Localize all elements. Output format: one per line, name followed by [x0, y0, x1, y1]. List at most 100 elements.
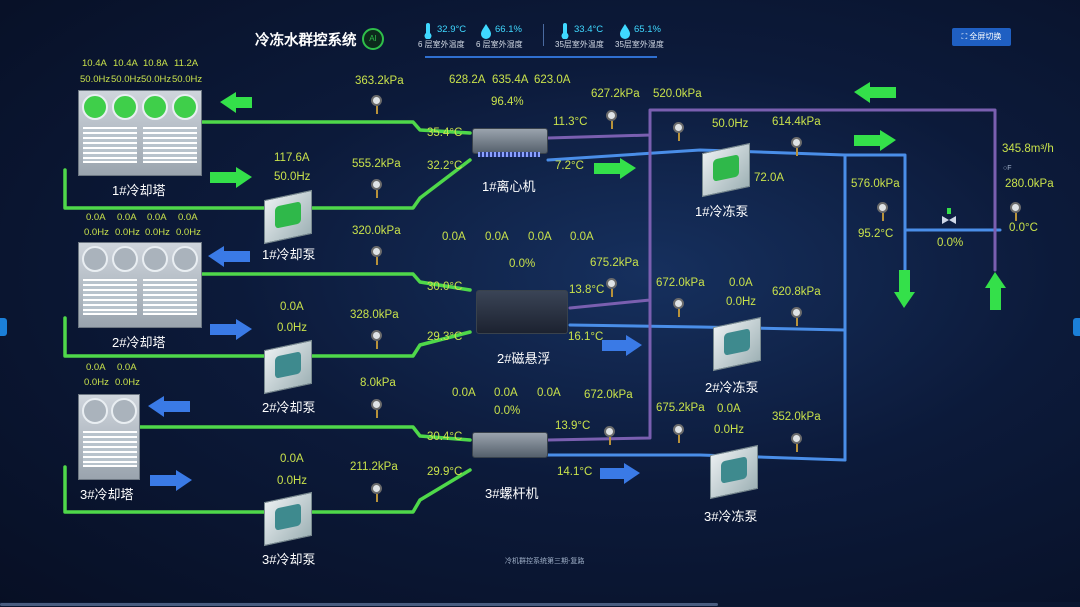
- chilled-pump-2-pressure-out: 620.8kPa: [772, 286, 821, 298]
- right-panel-toggle[interactable]: [1073, 318, 1080, 336]
- tower2-freq-3: 0.0Hz: [145, 227, 170, 238]
- cooling-pump-1-freq: 50.0Hz: [274, 171, 311, 183]
- tower1-current-2: 10.4A: [113, 58, 138, 69]
- chiller-1-centrifugal[interactable]: [472, 128, 548, 154]
- sensor-label: 35层室外温度: [555, 40, 604, 49]
- tower1-freq-2: 50.0Hz: [111, 74, 142, 85]
- fan-icon: [172, 246, 198, 272]
- fullscreen-icon: ⛶: [961, 32, 970, 41]
- chiller-2-current-2: 0.0A: [485, 231, 509, 243]
- cooling-pump-2-freq: 0.0Hz: [277, 322, 308, 334]
- sensor-value: 33.4°C: [574, 24, 604, 35]
- chiller-1-current-1: 628.2A: [449, 74, 486, 86]
- tower3-current-2: 0.0A: [117, 362, 137, 373]
- chilled-pump-3-pressure-out: 352.0kPa: [772, 411, 821, 423]
- cooling-pump-3-name: 3#冷却泵: [262, 552, 316, 567]
- pressure-gauge-icon: [673, 424, 684, 443]
- page-title: 冷冻水群控系统: [255, 33, 357, 49]
- humidity-icon: [618, 23, 632, 39]
- chiller-2-maglev[interactable]: [476, 290, 568, 334]
- tower1-freq-1: 50.0Hz: [80, 74, 111, 85]
- scrollbar-thumb[interactable]: [0, 603, 718, 606]
- pressure-gauge-icon: [791, 137, 802, 156]
- tower3-current-1: 0.0A: [86, 362, 106, 373]
- cooling-pump-1-pressure-mid: 555.2kPa: [352, 158, 401, 170]
- sensor-label: 6 层室外温度: [418, 40, 465, 49]
- tower1-current-3: 10.8A: [143, 58, 168, 69]
- ai-badge[interactable]: AI: [362, 28, 384, 50]
- pressure-gauge-icon: [371, 399, 382, 418]
- tower2-freq-4: 0.0Hz: [176, 227, 201, 238]
- chilled-pump-1-pressure-in: 520.0kPa: [653, 88, 702, 100]
- cooling-pump-3-freq: 0.0Hz: [277, 475, 308, 487]
- tower1-name: 1#冷却塔: [112, 183, 166, 198]
- chiller-1-cw-in: 32.2°C: [427, 160, 463, 172]
- left-panel-toggle[interactable]: [0, 318, 7, 336]
- chilled-pump-1-current: 72.0A: [754, 172, 785, 184]
- tower1-current-4: 11.2A: [174, 58, 199, 69]
- bypass-flow: 345.8m³/h: [1002, 143, 1054, 155]
- chiller-2-name: 2#磁悬浮: [497, 351, 551, 366]
- flowmeter-icon: ○F: [1003, 165, 1012, 172]
- tower3-name: 3#冷却塔: [80, 487, 134, 502]
- cooling-tower-2[interactable]: [78, 242, 202, 328]
- fan-icon: [82, 246, 108, 272]
- pressure-gauge-icon: [371, 246, 382, 265]
- thermometer-icon: [558, 23, 572, 40]
- pressure-gauge-icon: [371, 330, 382, 349]
- cooling-tower-3[interactable]: [78, 394, 140, 480]
- bypass-valve-icon[interactable]: [942, 208, 956, 224]
- bypass-pressure-left: 576.0kPa: [851, 178, 900, 190]
- chiller-3-current-2: 0.0A: [494, 387, 518, 399]
- fan-icon: [82, 94, 108, 120]
- pressure-gauge-icon: [371, 95, 382, 114]
- chiller-2-pressure: 675.2kPa: [590, 257, 639, 269]
- sensor-label: 35层室外湿度: [615, 40, 664, 49]
- cooling-pump-3-pressure-top: 8.0kPa: [360, 377, 396, 389]
- sensor-value: 65.1%: [634, 24, 661, 35]
- chiller-3-chw-in: 13.9°C: [555, 420, 591, 432]
- cooling-pump-3-pressure-mid: 211.2kPa: [350, 461, 398, 473]
- sensor-label: 6 层室外湿度: [476, 40, 523, 49]
- chilled-pump-1-pressure-out: 614.4kPa: [772, 116, 821, 128]
- header-underline: [425, 56, 657, 58]
- cooling-tower-1[interactable]: [78, 90, 202, 176]
- pressure-gauge-icon: [606, 278, 617, 297]
- tower1-freq-3: 50.0Hz: [141, 74, 172, 85]
- chiller-3-current-3: 0.0A: [537, 387, 561, 399]
- chiller-1-cw-out: 35.4°C: [427, 127, 463, 139]
- cooling-pump-2-pressure-mid: 328.0kPa: [350, 309, 399, 321]
- chilled-pump-3-freq: 0.0Hz: [714, 424, 745, 436]
- pressure-gauge-icon: [791, 433, 802, 452]
- chiller-3-screw[interactable]: [472, 432, 548, 458]
- tower2-current-2: 0.0A: [117, 212, 137, 223]
- chilled-pump-1-freq: 50.0Hz: [712, 118, 749, 130]
- fan-icon: [111, 398, 137, 424]
- coil: [143, 279, 197, 315]
- cooling-water-pipes: [63, 120, 472, 514]
- coil: [143, 127, 197, 163]
- sensor-value: 66.1%: [495, 24, 522, 35]
- chiller-2-cw-in: 29.3°C: [427, 331, 463, 343]
- return-water-pipes: [546, 108, 997, 442]
- chiller-1-pressure: 627.2kPa: [591, 88, 640, 100]
- tower2-freq-2: 0.0Hz: [115, 227, 140, 238]
- chilled-pump-1-name: 1#冷冻泵: [695, 204, 749, 219]
- cooling-pump-1-name: 1#冷却泵: [262, 247, 316, 262]
- cooling-pump-3-current: 0.0A: [280, 453, 304, 465]
- coil: [83, 431, 137, 467]
- tower2-current-3: 0.0A: [147, 212, 167, 223]
- fan-icon: [142, 246, 168, 272]
- thermometer-icon: [421, 23, 435, 40]
- pressure-gauge-icon: [791, 307, 802, 326]
- chiller-2-cw-out: 30.0°C: [427, 281, 463, 293]
- pressure-gauge-icon: [606, 110, 617, 129]
- chiller-2-current-3: 0.0A: [528, 231, 552, 243]
- green-arrow-icons: [210, 82, 1006, 310]
- tower3-freq-1: 0.0Hz: [84, 377, 109, 388]
- pressure-gauge-icon: [371, 483, 382, 502]
- chiller-2-chw-in: 13.8°C: [569, 284, 605, 296]
- fullscreen-button[interactable]: ⛶ 全屏切换: [952, 28, 1011, 46]
